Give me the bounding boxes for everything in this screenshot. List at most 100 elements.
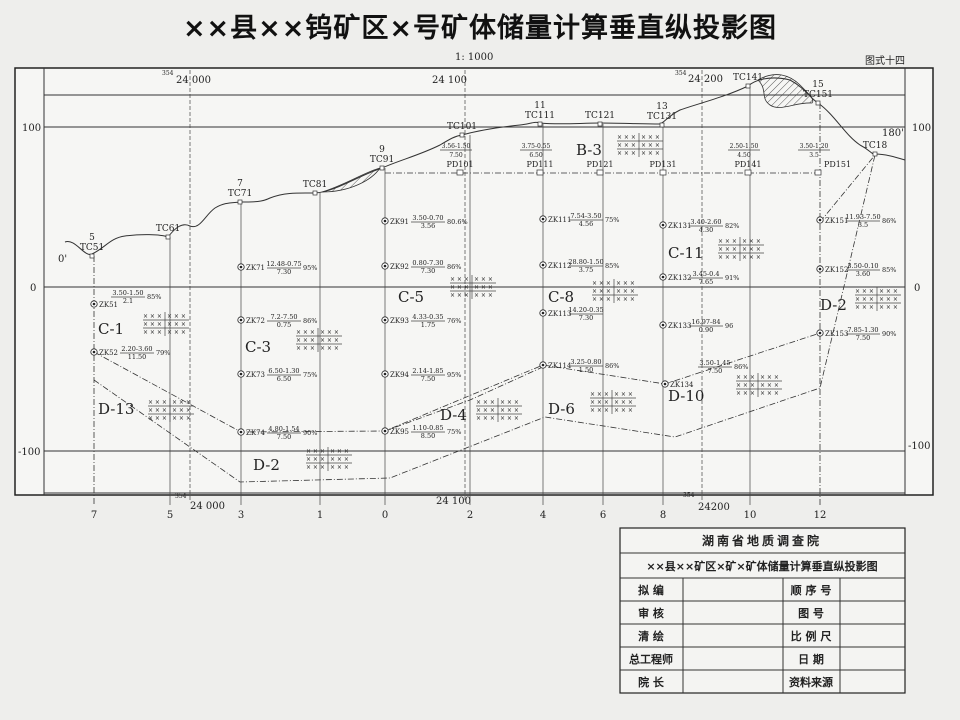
drillhole-id: ZK132 — [668, 274, 691, 282]
adit-thickness: 3.50-1.20 — [800, 143, 829, 150]
drillhole-length: 2.1 — [123, 297, 133, 305]
tb-label-serial: 顺 序 号 — [791, 583, 832, 597]
section-number: 0 — [382, 510, 388, 521]
title-block-drawing-title: ××县××矿区×矿×矿体储量计算垂直纵投影图 — [646, 559, 877, 573]
drillhole-icon-center — [541, 217, 545, 221]
ore-symbol: × × × — [450, 284, 469, 291]
drillhole-thickness: 3.25-0.80 — [570, 358, 601, 366]
section-number: 2 — [467, 510, 473, 521]
drillhole-icon-center — [92, 302, 96, 306]
drillhole-grade: 85% — [147, 293, 161, 301]
ore-symbol: × × × — [879, 304, 898, 311]
ore-symbol: × × × — [614, 407, 633, 414]
drillhole-grade: 86% — [303, 317, 317, 325]
ore-symbol: × × × — [616, 288, 635, 295]
elev-minus100-left: -100 — [18, 447, 40, 458]
ore-symbol: × × × — [590, 407, 609, 414]
drillhole-length: 0.75 — [277, 321, 291, 329]
drillhole-id: ZK153 — [825, 330, 848, 338]
adit-marker — [596, 169, 604, 176]
coord-top-24000: 24 000 — [176, 75, 211, 86]
figure-number: 图式十四 — [865, 54, 905, 67]
drillhole-id: ZK51 — [99, 301, 118, 309]
reserve-block-label: C-8 — [548, 288, 574, 306]
adit-label: PD111 — [526, 160, 553, 169]
exploration-line-label: 5 — [89, 233, 95, 243]
hatched-outcrop-area — [757, 74, 814, 108]
drillhole-length: 7.65 — [699, 278, 713, 286]
trench-label: TC121 — [585, 111, 615, 121]
ore-symbol: × × × — [330, 456, 349, 463]
drillhole-thickness: 0.80-7.30 — [412, 259, 443, 267]
drillhole-icon-center — [92, 350, 96, 354]
exploration-line-label: 15 — [812, 80, 824, 90]
drillhole-id: ZK93 — [390, 317, 409, 325]
reserve-block-label: C-3 — [245, 338, 271, 356]
ore-symbol: × × × — [617, 150, 636, 157]
drillhole-length: 7.50 — [856, 334, 870, 342]
trench-marker — [379, 165, 385, 171]
drillhole-length: 7.30 — [277, 268, 291, 276]
trench-marker — [537, 121, 543, 127]
drillhole-grade: 96 — [725, 322, 733, 330]
drillhole-grade: 90% — [882, 330, 896, 338]
drillhole-length: 8.50 — [421, 432, 435, 440]
c-d-boundary-line — [93, 332, 821, 433]
drillhole-length: 1.50 — [579, 366, 593, 374]
trench-marker — [165, 234, 171, 240]
exploration-line-label: 9 — [379, 145, 385, 155]
tb-label-chief-engineer: 总工程师 — [629, 652, 673, 666]
adit-marker — [814, 169, 822, 176]
ore-symbol: × × × — [172, 399, 191, 406]
ore-body-edge-line — [819, 154, 876, 223]
drillhole-grade: 75% — [303, 371, 317, 379]
trench-marker — [89, 253, 95, 259]
drillhole-icon-center — [383, 318, 387, 322]
ore-symbol: × × × — [450, 292, 469, 299]
ore-symbol: × × × — [590, 399, 609, 406]
ore-symbol: × × × — [296, 337, 315, 344]
drillhole-icon-center — [818, 218, 822, 222]
drillhole-length: 7.30 — [579, 314, 593, 322]
ore-symbol: × × × — [476, 407, 495, 414]
drillhole-thickness: 12.48-0.75 — [266, 260, 301, 268]
ore-symbol: × × × — [855, 288, 874, 295]
drillhole-icon-center — [818, 267, 822, 271]
ore-symbol: × × × — [614, 391, 633, 398]
drillhole-icon-center — [383, 429, 387, 433]
ore-symbol: × × × — [617, 142, 636, 149]
drillhole-length: 7.50 — [708, 367, 722, 375]
ore-symbol: × × × — [736, 390, 755, 397]
reserve-block-label: B-3 — [576, 141, 602, 159]
elev-0-right: 0 — [914, 283, 920, 294]
adit-length: 6.50 — [529, 152, 543, 159]
azimuth-end: 180' — [882, 128, 904, 139]
ore-symbol: × × × — [742, 254, 761, 261]
ore-symbol: × × × — [148, 399, 167, 406]
ore-symbol: × × × — [736, 374, 755, 381]
coord-prefix: 354 — [175, 493, 187, 500]
coord-top-24200: 24 200 — [688, 74, 723, 85]
section-number: 5 — [167, 510, 173, 521]
drillhole-id: ZK152 — [825, 266, 848, 274]
ore-symbol: × × × — [148, 415, 167, 422]
trench-marker — [815, 100, 821, 106]
ore-symbol: × × × — [590, 391, 609, 398]
exploration-line-label: 11 — [534, 101, 545, 111]
drillhole-grade: 75% — [447, 428, 461, 436]
drillhole-icon-center — [818, 331, 822, 335]
ore-symbol: × × × — [296, 345, 315, 352]
drillhole-thickness: 4.80-1.54 — [268, 425, 299, 433]
ore-symbol: × × × — [167, 321, 186, 328]
ore-symbol: × × × — [614, 399, 633, 406]
drillhole-grade: 86% — [605, 362, 619, 370]
drillhole-length: 7.50 — [277, 433, 291, 441]
drillhole-icon-center — [239, 318, 243, 322]
trench-label: TC131 — [647, 112, 677, 122]
drillhole-id: ZK113 — [548, 310, 571, 318]
trench-marker — [659, 122, 665, 128]
drillhole-grade: 75% — [605, 216, 619, 224]
exploration-line-label: 13 — [656, 102, 668, 112]
trench-label: TC91 — [370, 155, 394, 165]
ore-symbol: × × × — [500, 399, 519, 406]
